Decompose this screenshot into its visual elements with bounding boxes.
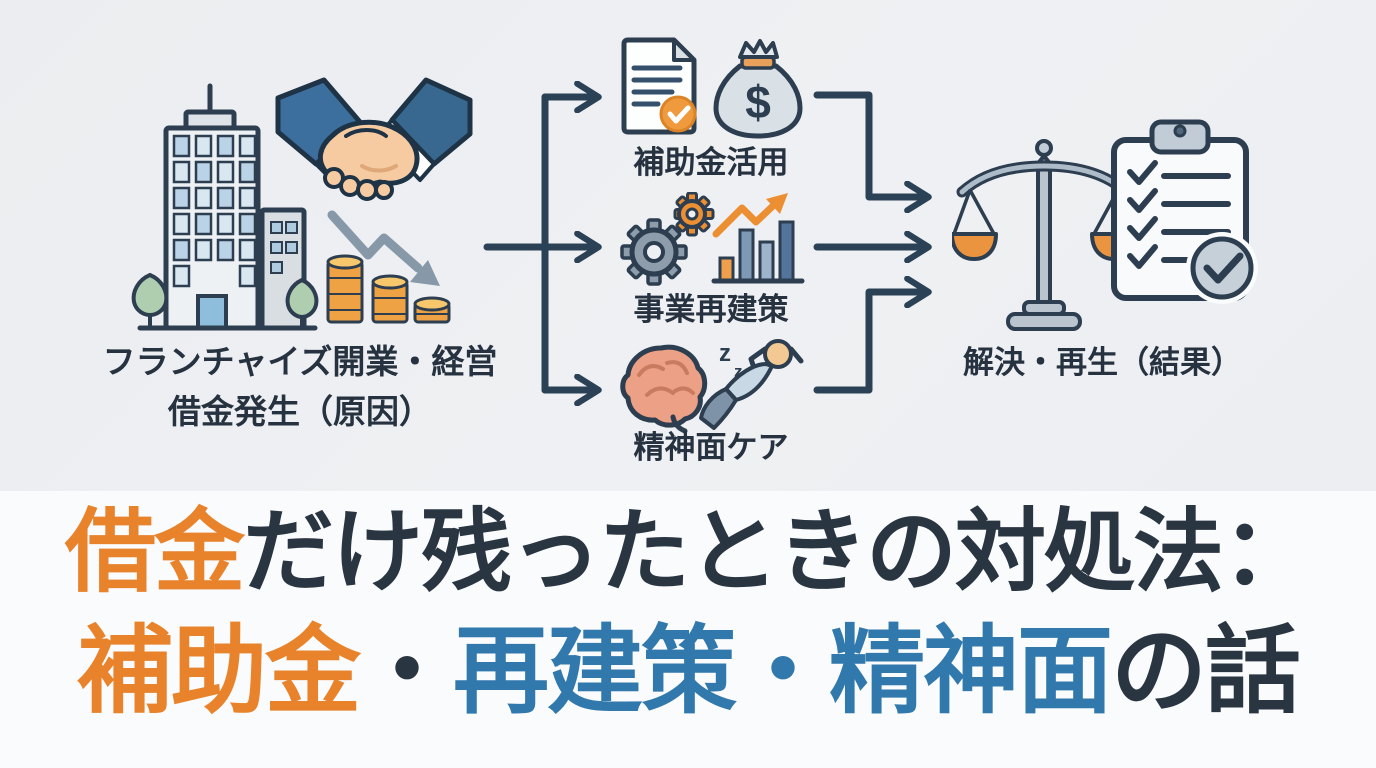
- money-bag-icon: $: [713, 39, 803, 139]
- cause-illustration: [131, 77, 473, 331]
- office-building-icon: [137, 83, 318, 331]
- flow-connector-arrows: [483, 0, 1376, 491]
- option2-label: 事業再建策: [633, 292, 789, 327]
- brain-icon: [620, 344, 708, 434]
- resting-person-icon: z z: [699, 339, 804, 430]
- flowchart-section: $: [0, 0, 1376, 491]
- option3-illustration: z z: [620, 339, 804, 434]
- check-badge-icon: [1186, 232, 1258, 304]
- tree-icon: [285, 277, 319, 328]
- growth-chart-icon: [711, 193, 805, 284]
- headline-line2-dot2: ・: [735, 618, 831, 725]
- headline-line1-rest: だけ残ったときの対処法：: [243, 502, 1313, 603]
- headline-line2: 補助金・再建策・精神面の話: [0, 619, 1376, 725]
- cause-label: フランチャイズ開業・経営 借金発生（原因）: [95, 341, 505, 434]
- option1-label: 補助金活用: [633, 145, 789, 180]
- arrow-from-option3: [813, 292, 926, 394]
- snore-z-big: z: [719, 340, 731, 367]
- document-check-icon: [621, 37, 697, 135]
- headline-line2-seg1: 補助金: [77, 618, 361, 725]
- option1-illustration: $: [621, 37, 803, 139]
- balance-scale-icon: [952, 139, 1137, 331]
- tree-icon: [131, 272, 169, 328]
- cause-label-line1: フランチャイズ開業・経営: [102, 343, 498, 380]
- option3-label: 精神面ケア: [633, 430, 789, 465]
- headline-line1: 借金だけ残ったときの対処法：: [0, 502, 1376, 603]
- checklist-clipboard-icon: [1111, 119, 1258, 304]
- headline-line2-dot1: ・: [359, 618, 455, 725]
- dollar-sign: $: [745, 76, 771, 128]
- snore-z-small: z: [734, 362, 743, 381]
- headline-line1-highlight: 借金: [64, 502, 245, 603]
- cause-label-line2: 借金発生（原因）: [168, 392, 432, 430]
- handshake-icon: [275, 77, 473, 201]
- declining-coins-icon: [326, 210, 451, 324]
- gears-icon: [620, 192, 715, 286]
- headline-line2-seg2: 再建策: [453, 618, 737, 725]
- headline-line2-seg4: の話: [1111, 618, 1301, 725]
- headline-section: 借金だけ残ったときの対処法： 補助金・再建策・精神面の話: [0, 491, 1376, 768]
- arrow-from-option1: [813, 91, 926, 197]
- headline-line2-seg3: 精神面: [829, 618, 1113, 725]
- option2-illustration: [620, 192, 805, 286]
- result-label: 解決・再生（結果）: [963, 345, 1242, 380]
